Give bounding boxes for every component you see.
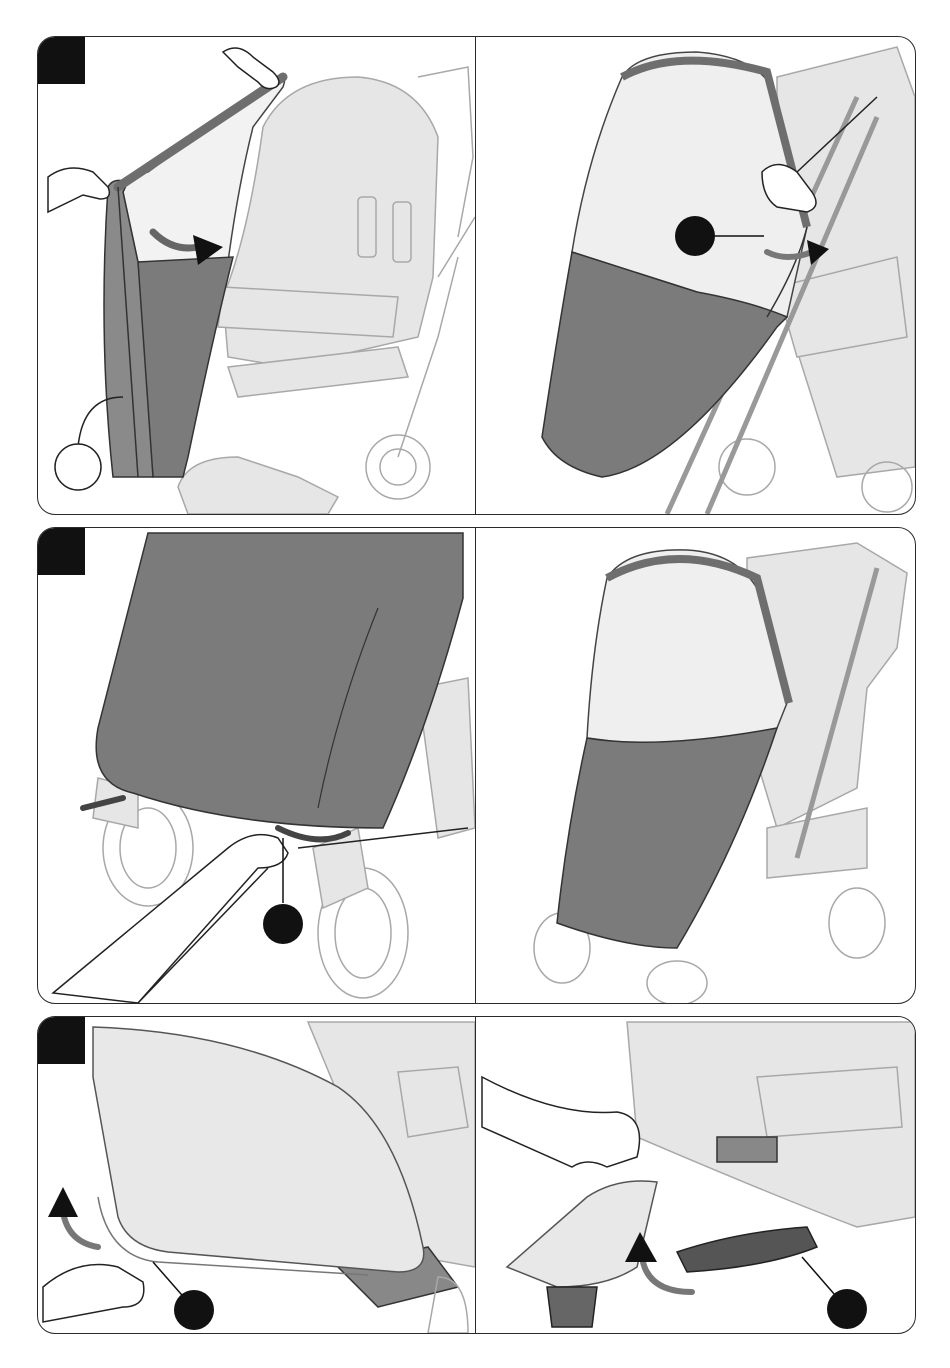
illustration-bumper-release: [38, 1017, 475, 1333]
callout-marker-icon: [802, 1257, 867, 1329]
illustration-fasten-button: [477, 37, 915, 514]
illustration-footrest-lift: [477, 1017, 915, 1333]
illustration-hook-strap: [38, 528, 475, 1003]
panel-bumper-release: [38, 1017, 475, 1333]
rain-cover: [96, 533, 463, 828]
callout-marker-icon: [153, 1262, 214, 1330]
rain-cover: [542, 52, 807, 477]
panel-hook-strap: [38, 528, 475, 1003]
panel-fasten-button: [477, 37, 915, 514]
illustration-fitted-complete: [477, 528, 915, 1003]
illustration-attach-over-hood: [38, 37, 475, 514]
curved-arrow-icon: [48, 1187, 98, 1247]
footrest: [507, 1181, 817, 1327]
step-row-1: [37, 36, 916, 515]
hand-icon: [43, 1265, 144, 1323]
panel-attach-over-hood: [38, 37, 475, 514]
hand-icon: [482, 1077, 640, 1167]
step-row-2: [37, 527, 916, 1004]
panel-footrest-lift: [477, 1017, 915, 1333]
step-row-3: [37, 1016, 916, 1334]
rain-cover: [557, 550, 789, 948]
panel-fitted-complete: [477, 528, 915, 1003]
stroller-seat: [627, 1022, 915, 1227]
